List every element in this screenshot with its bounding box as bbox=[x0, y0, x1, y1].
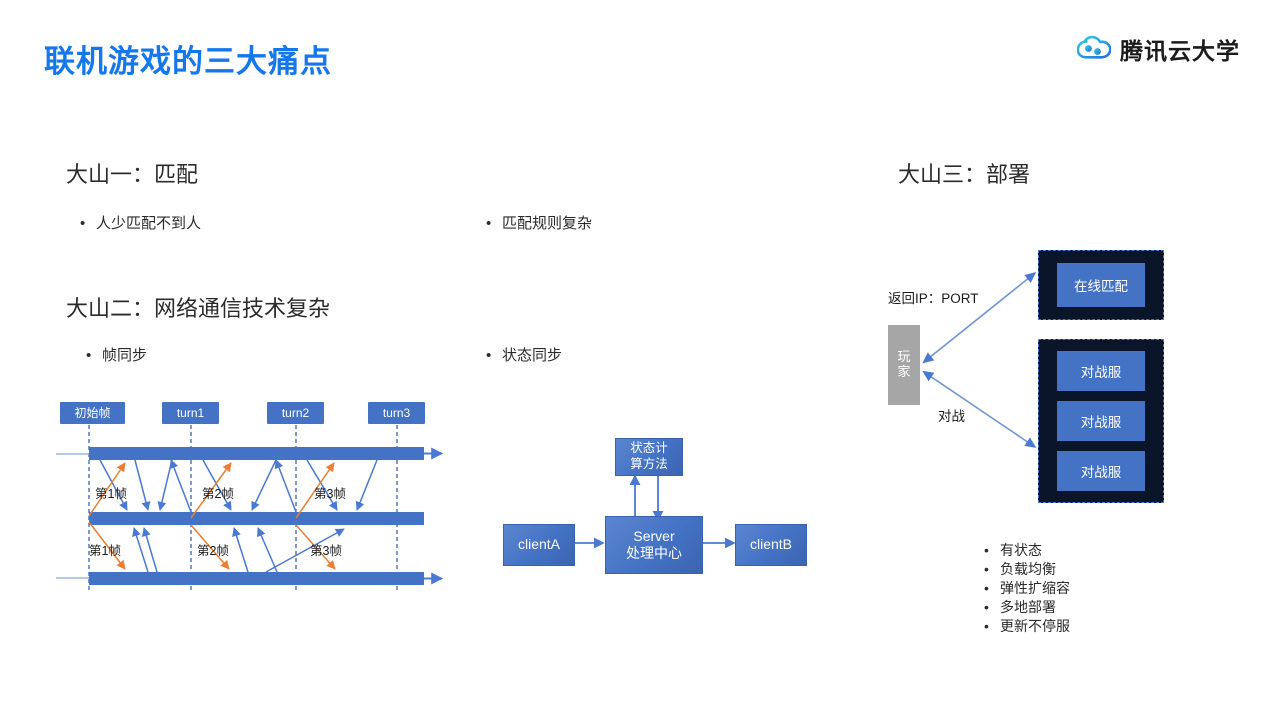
bullet-people-matching: • 人少匹配不到人 bbox=[80, 212, 201, 233]
section-heading-three: 大山三：部署 bbox=[898, 162, 1031, 187]
timeline-bar-top bbox=[89, 447, 424, 460]
bullet-text: 状态同步 bbox=[502, 347, 563, 364]
node-online-match: 在线匹配 bbox=[1057, 263, 1145, 307]
bullet-marker: • bbox=[486, 215, 492, 232]
deployment-feature-list: 有状态 负载均衡 弹性扩缩容 多地部署 更新不停服 bbox=[984, 541, 1070, 636]
frame-label-bottom-2: 第2帧 bbox=[197, 544, 229, 558]
server-box: Server 处理中心 bbox=[605, 516, 703, 574]
state-calc-box: 状态计 算方法 bbox=[615, 438, 683, 476]
state-calc-line1: 状态计 bbox=[630, 441, 668, 456]
player-line2: 家 bbox=[897, 364, 911, 379]
frame-label-top-1: 第1帧 bbox=[95, 487, 127, 501]
bullet-frame-sync: • 帧同步 bbox=[86, 344, 147, 365]
bullet-text: 人少匹配不到人 bbox=[96, 215, 202, 232]
timeline-bar-middle bbox=[89, 512, 424, 525]
bullet-marker: • bbox=[486, 347, 492, 364]
state-sync-diagram: 状态计 算方法 clientA Server 处理中心 clientB bbox=[495, 428, 815, 574]
client-a-box: clientA bbox=[503, 524, 575, 566]
section-heading-one: 大山一：匹配 bbox=[66, 162, 199, 187]
turn-chip-3: turn3 bbox=[368, 402, 425, 424]
client-b-box: clientB bbox=[735, 524, 807, 566]
rack-battle-servers: 对战服 对战服 对战服 bbox=[1038, 339, 1164, 503]
deployment-graphics bbox=[922, 271, 1037, 448]
bullet-state-sync: • 状态同步 bbox=[486, 344, 562, 365]
turn-chip-initial: 初始帧 bbox=[60, 402, 125, 424]
bullet-matching-rules: • 匹配规则复杂 bbox=[486, 212, 592, 233]
node-battle-server-3: 对战服 bbox=[1057, 451, 1145, 491]
list-item: 弹性扩缩容 bbox=[984, 579, 1070, 598]
turn-chip-1: turn1 bbox=[162, 402, 219, 424]
bullet-marker: • bbox=[80, 215, 86, 232]
timeline-bar-bottom bbox=[89, 572, 424, 585]
page-title: 联机游戏的三大痛点 bbox=[44, 44, 332, 79]
deployment-diagram: 玩 家 返回IP：PORT 对战 在线匹配 对战服 对战服 对战服 bbox=[880, 245, 1180, 520]
bullet-text: 匹配规则复杂 bbox=[502, 215, 593, 232]
state-calc-line2: 算方法 bbox=[630, 457, 668, 471]
state-sync-graphics bbox=[568, 474, 736, 549]
player-box: 玩 家 bbox=[888, 325, 920, 405]
bullet-marker: • bbox=[86, 347, 92, 364]
bullet-text: 帧同步 bbox=[102, 347, 148, 364]
brand-name: 腾讯云大学 bbox=[1120, 38, 1240, 64]
frame-label-top-2: 第2帧 bbox=[202, 487, 234, 501]
tencent-cloud-icon bbox=[1077, 36, 1111, 59]
section-heading-two: 大山二：网络通信技术复杂 bbox=[66, 296, 331, 321]
rack-online-match: 在线匹配 bbox=[1038, 250, 1164, 320]
frame-label-bottom-3: 第3帧 bbox=[310, 544, 342, 558]
frame-sync-diagram: 初始帧 turn1 turn2 turn3 第1帧 第2帧 第3帧 第1帧 第2… bbox=[52, 396, 452, 604]
frame-label-top-3: 第3帧 bbox=[314, 487, 346, 501]
brand-logo: 腾讯云大学 bbox=[1077, 32, 1240, 66]
edge-label-return-ip: 返回IP：PORT bbox=[888, 291, 979, 306]
list-item: 有状态 bbox=[984, 541, 1070, 560]
player-line1: 玩 bbox=[897, 349, 911, 365]
client-b-label: clientB bbox=[749, 536, 793, 553]
server-line2: 处理中心 bbox=[626, 545, 682, 561]
frame-sync-graphics bbox=[56, 418, 444, 592]
node-battle-server-2: 对战服 bbox=[1057, 401, 1145, 441]
server-line1: Server bbox=[633, 527, 675, 544]
list-item: 负载均衡 bbox=[984, 560, 1070, 579]
edge-label-battle: 对战 bbox=[938, 409, 965, 424]
client-a-label: clientA bbox=[517, 536, 561, 553]
list-item: 多地部署 bbox=[984, 598, 1070, 617]
turn-chip-2: turn2 bbox=[267, 402, 324, 424]
frame-label-bottom-1: 第1帧 bbox=[89, 544, 121, 558]
list-item: 更新不停服 bbox=[984, 617, 1070, 636]
node-battle-server-1: 对战服 bbox=[1057, 351, 1145, 391]
